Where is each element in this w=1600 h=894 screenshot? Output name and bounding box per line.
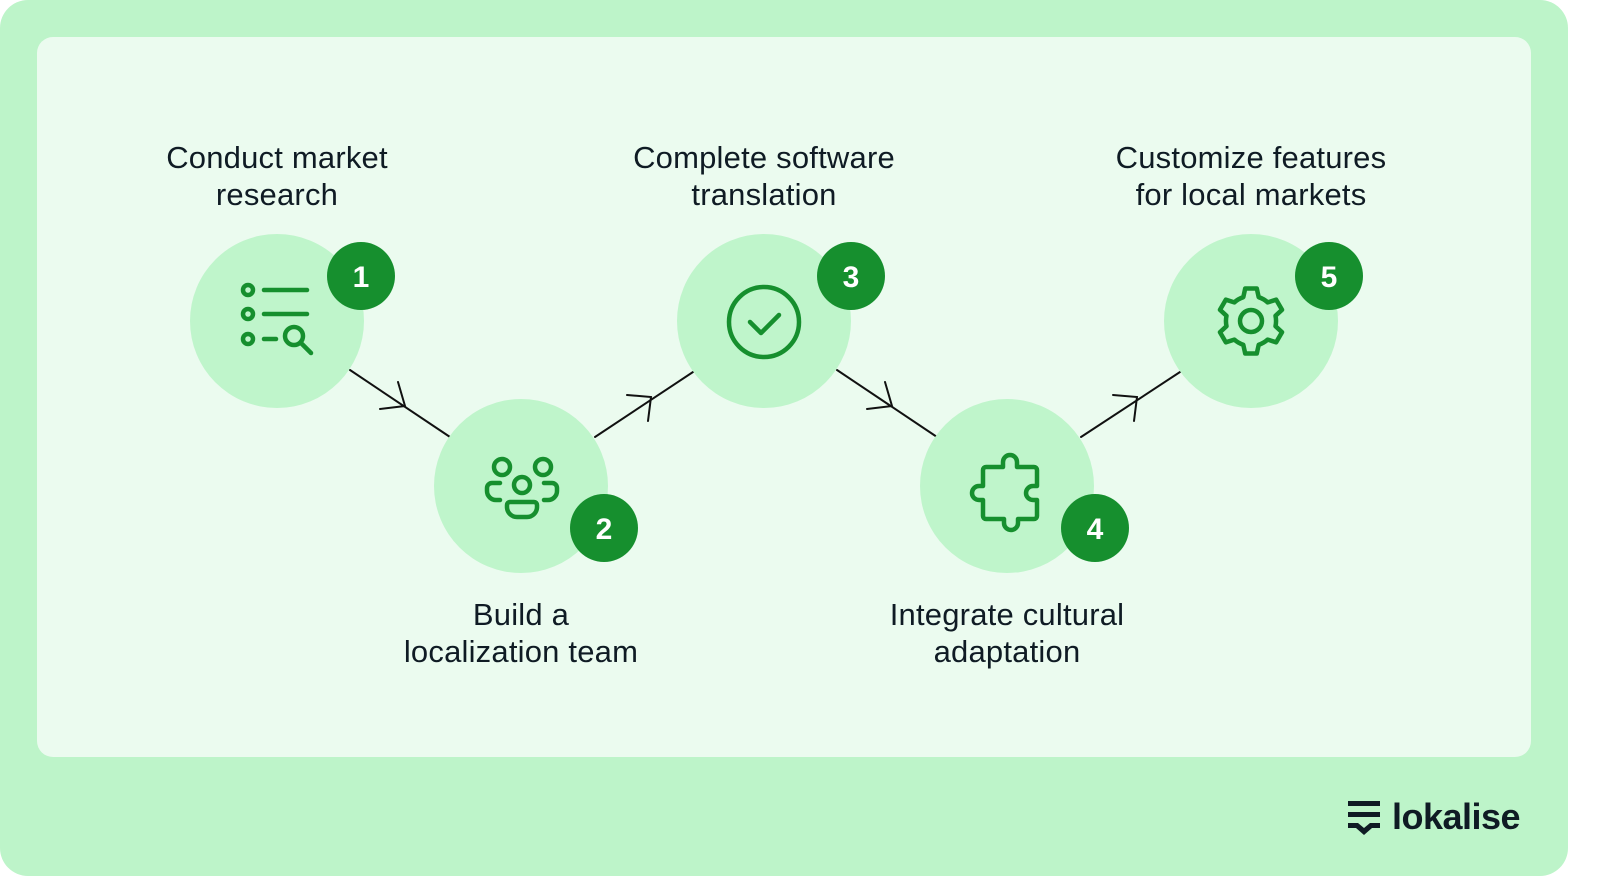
step-title-line: research xyxy=(215,177,339,212)
step-title-line: Build a xyxy=(472,597,570,632)
step-circle xyxy=(1164,234,1338,408)
step-1: 1 xyxy=(190,234,395,408)
step-2-title: Build a localization team xyxy=(341,596,701,670)
step-3: 3 xyxy=(677,234,885,408)
step-title-line: for local markets xyxy=(1135,177,1367,212)
step-number: 4 xyxy=(1087,513,1104,546)
step-title-line: Conduct market xyxy=(166,140,388,175)
step-title-line: Complete software xyxy=(633,140,895,175)
step-circle xyxy=(920,399,1094,573)
step-circle xyxy=(190,234,364,408)
step-badge xyxy=(1295,242,1363,310)
puzzle-icon xyxy=(969,452,1040,533)
team-icon xyxy=(484,456,560,520)
step-title-line: localization team xyxy=(403,634,639,669)
step-circle xyxy=(434,399,608,573)
step-5: 5 xyxy=(1164,234,1363,408)
step-badge xyxy=(1061,494,1129,562)
check-circle-icon xyxy=(726,284,802,360)
step-1-title: Conduct market research xyxy=(97,139,457,213)
step-number: 5 xyxy=(1321,261,1338,294)
lokalise-logo-icon xyxy=(1348,801,1380,835)
step-number: 1 xyxy=(353,261,370,294)
connector-1-2 xyxy=(349,369,451,438)
step-title-line: Integrate cultural xyxy=(889,597,1125,632)
step-badge xyxy=(570,494,638,562)
step-badge xyxy=(817,242,885,310)
step-number: 3 xyxy=(843,261,860,294)
gear-icon xyxy=(1217,286,1285,356)
brand-logo: lokalise xyxy=(1348,796,1521,838)
connector-2-3 xyxy=(594,371,694,438)
brand-name: lokalise xyxy=(1392,796,1521,837)
step-4-title: Integrate cultural adaptation xyxy=(827,596,1187,670)
step-title-line: adaptation xyxy=(933,634,1081,669)
connector-4-5 xyxy=(1080,371,1181,438)
step-circle xyxy=(677,234,851,408)
list-search-icon xyxy=(240,282,314,356)
step-title-line: Customize features xyxy=(1115,140,1387,175)
step-4: 4 xyxy=(920,399,1129,573)
step-title-line: translation xyxy=(691,177,837,212)
step-number: 2 xyxy=(596,513,613,546)
connector-3-4 xyxy=(836,369,938,438)
step-3-title: Complete software translation xyxy=(584,139,944,213)
step-badge xyxy=(327,242,395,310)
step-2: 2 xyxy=(434,399,638,573)
step-5-title: Customize features for local markets xyxy=(1071,139,1431,213)
